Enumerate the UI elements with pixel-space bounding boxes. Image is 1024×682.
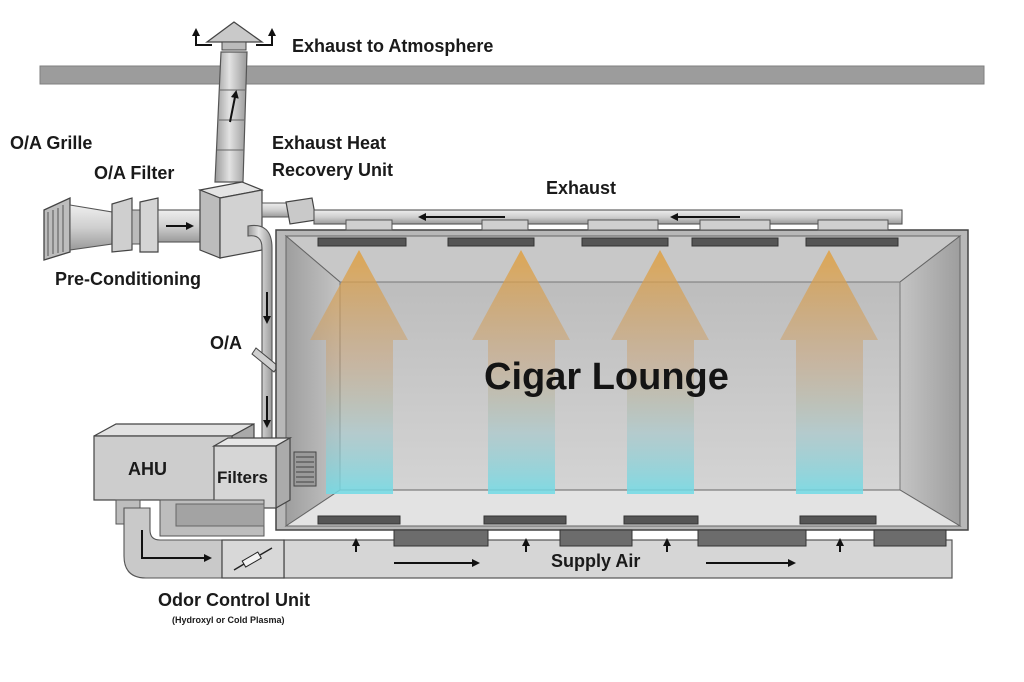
exhaust-grille [581, 237, 669, 247]
airflow-arrows [310, 250, 878, 494]
label-oa-grille: O/A Grille [10, 133, 93, 153]
supply-grille [799, 515, 877, 525]
supply-grilles [317, 515, 877, 525]
room-title-cigar-lounge: Cigar Lounge [484, 356, 729, 398]
supply-grille [623, 515, 699, 525]
exhaust-grille [691, 237, 779, 247]
exhaust-grilles [317, 219, 899, 247]
exhaust-grille [317, 237, 407, 247]
label-pre-conditioning: Pre-Conditioning [55, 269, 201, 289]
airflow-arrow [310, 250, 408, 494]
label-exhaust-heat-recovery-line2: Recovery Unit [272, 160, 394, 180]
outside-air-intake [43, 196, 203, 261]
air-handling-unit [93, 422, 255, 502]
label-oa: O/A [210, 333, 243, 353]
label-exhaust-to-atmosphere: Exhaust to Atmosphere [292, 36, 494, 56]
label-odor-control-note: (Hydroxyl or Cold Plasma) [172, 615, 285, 625]
label-exhaust-heat-recovery-line1: Exhaust Heat [272, 133, 387, 153]
exhaust-out-arrow-right [256, 28, 276, 46]
supply-grille [317, 515, 401, 525]
label-exhaust: Exhaust [546, 178, 617, 198]
airflow-arrow [780, 250, 878, 494]
label-filters: Filters [217, 468, 269, 487]
ceiling-bar [39, 65, 985, 85]
supply-plenum [283, 529, 953, 579]
label-ahu: AHU [128, 459, 167, 479]
oa-filter-housing [111, 197, 133, 253]
exhaust-grille [447, 237, 535, 247]
label-supply-air: Supply Air [551, 551, 641, 571]
airflow-arrow [472, 250, 570, 494]
supply-grille [483, 515, 567, 525]
ahu-supply-ducts [115, 499, 285, 579]
filters-box [211, 436, 293, 510]
label-oa-filter: O/A Filter [94, 163, 175, 183]
exhaust-out-arrow-left [192, 28, 212, 46]
airflow-arrow [611, 250, 709, 494]
label-odor-control-unit: Odor Control Unit [158, 590, 310, 610]
exhaust-grille [805, 237, 899, 247]
